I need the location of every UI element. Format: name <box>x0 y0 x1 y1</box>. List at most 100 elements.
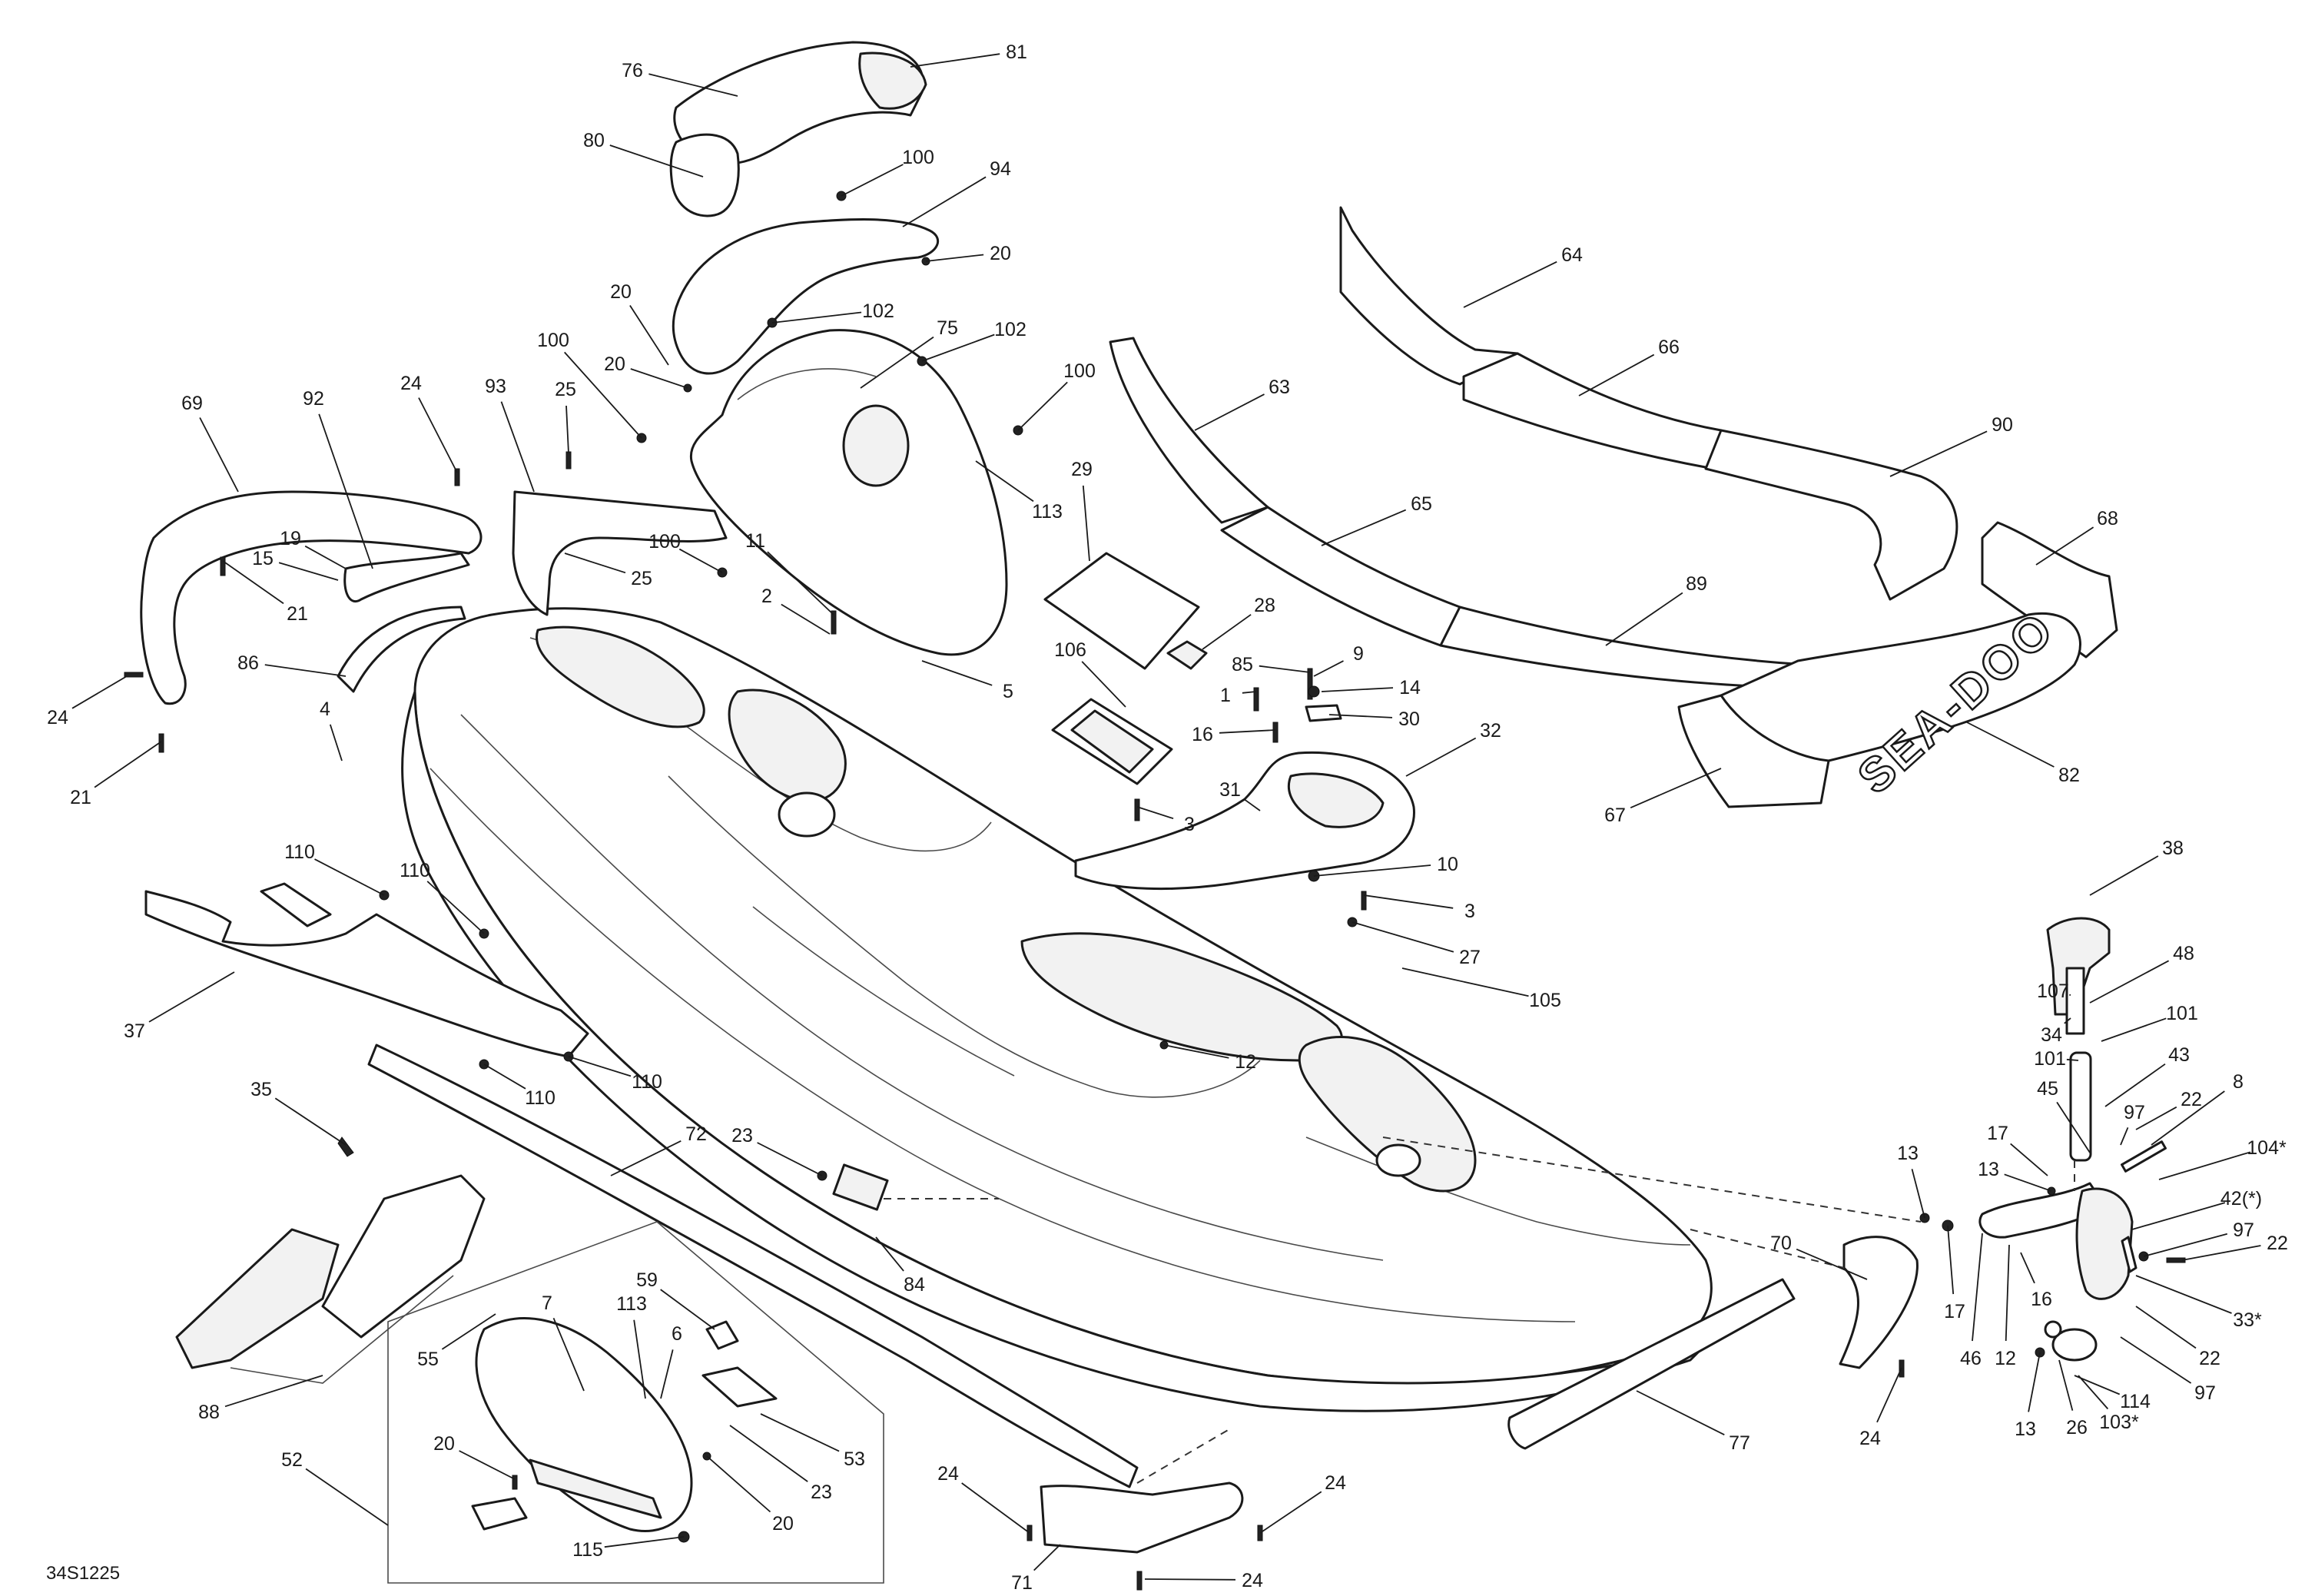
callout-27: 27 <box>1351 921 1481 968</box>
leader-line <box>1463 260 1557 308</box>
callout-97: 97 <box>2120 1336 2216 1404</box>
callout-label: 23 <box>731 1125 753 1146</box>
assembly-line <box>1690 1229 1845 1269</box>
part-75-console <box>689 329 1008 656</box>
callout-24: 24 <box>1859 1367 1902 1449</box>
callout-label: 77 <box>1729 1432 1750 1454</box>
leader-line <box>565 405 569 454</box>
callout-label: 20 <box>433 1433 455 1455</box>
callout-12: 12 <box>1995 1244 2016 1369</box>
leader-line <box>760 1413 840 1452</box>
callout-32: 32 <box>1405 720 1501 777</box>
part-115-pad <box>471 1497 528 1531</box>
leader-line <box>2158 1151 2251 1180</box>
callout-21: 21 <box>70 741 162 808</box>
callout-label: 55 <box>417 1349 439 1370</box>
callout-label: 59 <box>636 1269 658 1291</box>
part-32-handle-opening <box>1287 772 1385 828</box>
part-29-storage-bin <box>1043 552 1200 670</box>
leader-line <box>1144 1578 1236 1581</box>
callout-110: 110 <box>284 841 385 896</box>
callout-5: 5 <box>921 660 1013 702</box>
callout-45: 45 <box>2037 1078 2091 1153</box>
callout-35: 35 <box>250 1079 347 1146</box>
callout-label: 97 <box>2194 1382 2216 1404</box>
callout-label: 20 <box>610 281 632 303</box>
callout-100: 100 <box>1017 360 1096 431</box>
inset-rear-storage <box>230 1221 884 1584</box>
callout-104*: 104* <box>2158 1137 2287 1180</box>
callout-label: 7 <box>542 1292 552 1314</box>
callout-label: 105 <box>1529 990 1561 1011</box>
leader-line <box>1163 1044 1229 1059</box>
callout-31: 31 <box>1219 779 1261 811</box>
callout-77: 77 <box>1636 1390 1750 1454</box>
callout-label: 86 <box>237 652 259 674</box>
leader-line <box>264 664 347 677</box>
callout-113: 113 <box>616 1293 647 1399</box>
callout-label: 15 <box>252 548 274 569</box>
part-75-gauge-hole <box>842 404 910 487</box>
callout-85: 85 <box>1232 654 1311 675</box>
hull-rear-hatch <box>1375 1143 1421 1177</box>
leader-line <box>304 545 347 569</box>
callout-label: 76 <box>622 60 643 81</box>
leader-line <box>1889 430 1988 477</box>
callout-label: 21 <box>70 787 91 808</box>
callout-9: 9 <box>1313 643 1364 677</box>
mat-63 <box>1109 337 1269 524</box>
callout-label: 10 <box>1437 854 1458 875</box>
part-53-bracket <box>701 1366 778 1408</box>
callout-110: 110 <box>400 860 485 934</box>
callout-label: 90 <box>1992 414 2013 436</box>
leader-line <box>148 971 235 1023</box>
callout-1: 1 <box>1220 685 1257 706</box>
leader-line <box>1081 661 1126 708</box>
leader-line <box>902 176 987 227</box>
callout-label: 89 <box>1686 573 1707 595</box>
callout-label: 24 <box>1242 1570 1263 1591</box>
leader-line <box>2028 1352 2041 1412</box>
leader-line <box>2010 1143 2048 1176</box>
callout-92: 92 <box>303 388 373 569</box>
screw <box>454 468 460 486</box>
callout-label: 28 <box>1254 595 1275 616</box>
callout-label: 65 <box>1411 493 1432 515</box>
callout-20: 20 <box>706 1455 794 1535</box>
part-33-pin <box>2121 1236 2138 1273</box>
leader-line <box>1136 806 1174 820</box>
leader-line <box>1259 665 1311 673</box>
callout-label: 16 <box>2031 1289 2052 1310</box>
leader-line <box>629 305 669 366</box>
callout-4: 4 <box>320 698 343 762</box>
leader-line <box>1578 353 1655 397</box>
leader-line <box>329 724 343 762</box>
leader-line <box>2104 1063 2166 1107</box>
callout-label: 71 <box>1011 1572 1033 1594</box>
mat-90 <box>1704 429 1958 601</box>
leader-line <box>1363 894 1454 909</box>
callout-100: 100 <box>648 531 723 573</box>
callout-label: 115 <box>572 1539 603 1561</box>
leader-line <box>1796 1248 1868 1280</box>
callout-53: 53 <box>760 1413 865 1470</box>
leader-line <box>94 741 162 788</box>
callout-20: 20 <box>433 1433 516 1480</box>
leader-line <box>564 552 626 574</box>
callout-label: 52 <box>281 1449 303 1471</box>
leader-line <box>660 1349 674 1399</box>
storage-and-grab <box>1043 552 1415 891</box>
callout-7: 7 <box>542 1292 585 1392</box>
callout-label: 88 <box>198 1402 220 1423</box>
callout-label: 11 <box>745 530 765 552</box>
callout-label: 8 <box>2233 1071 2244 1093</box>
leader-line <box>2078 1375 2109 1410</box>
callout-46: 46 <box>1960 1233 1983 1369</box>
callout-label: 12 <box>1995 1348 2016 1369</box>
callout-label: 93 <box>485 376 506 397</box>
callout-100: 100 <box>537 330 642 439</box>
screw <box>1253 687 1259 712</box>
callout-17: 17 <box>1944 1225 1965 1322</box>
callout-23: 23 <box>731 1125 823 1176</box>
